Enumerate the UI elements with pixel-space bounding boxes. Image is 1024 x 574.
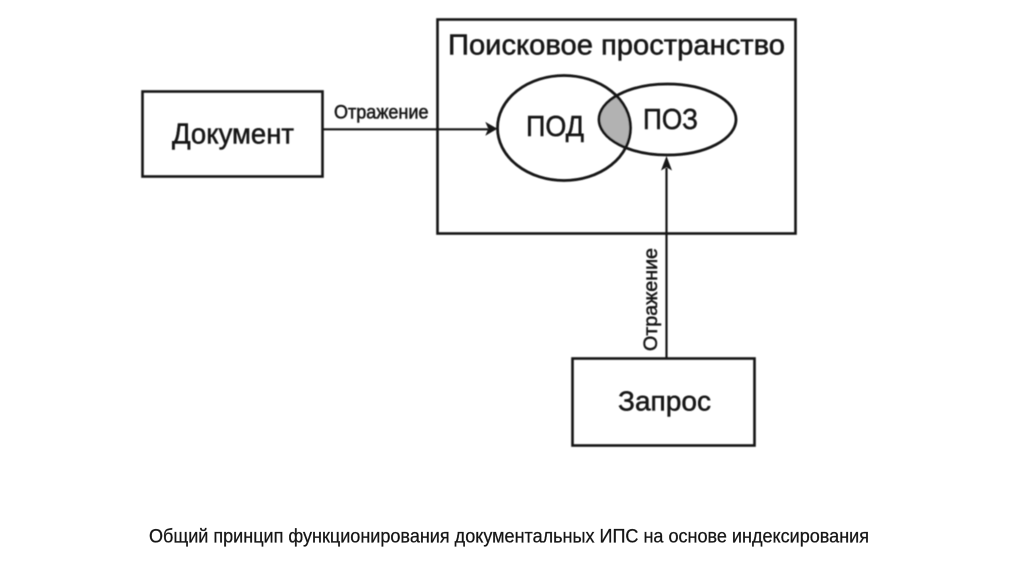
svg-text:Общий принцип функционирования: Общий принцип функционирования документа… <box>149 527 869 548</box>
svg-text:ПОЗ: ПОЗ <box>643 104 698 136</box>
svg-text:Отражение: Отражение <box>334 103 429 124</box>
svg-text:Поисковое пространство: Поисковое пространство <box>448 29 785 61</box>
svg-text:Отражение: Отражение <box>641 248 662 351</box>
svg-text:ПОД: ПОД <box>526 111 584 143</box>
svg-text:Запрос: Запрос <box>618 386 711 417</box>
svg-text:Документ: Документ <box>172 119 294 151</box>
